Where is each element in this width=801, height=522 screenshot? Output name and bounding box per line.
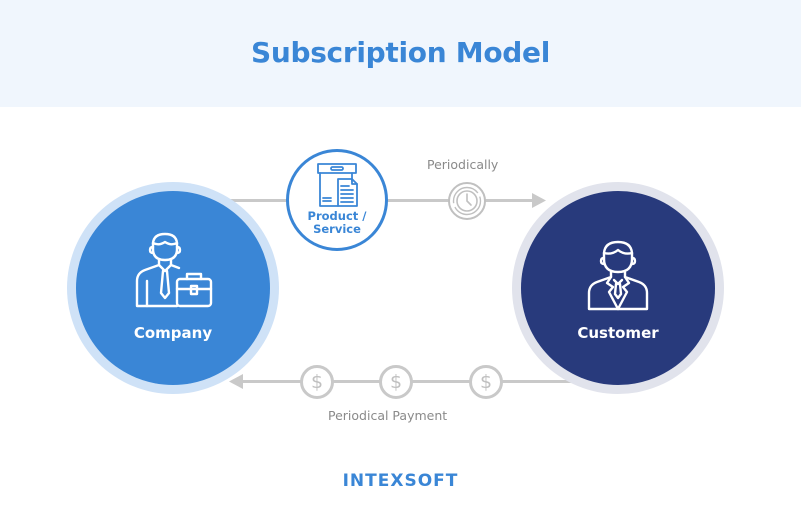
product-label-line1: Product / (307, 209, 367, 223)
dollar-symbol: $ (310, 371, 324, 393)
dollar-symbol: $ (479, 371, 493, 393)
product-label-line2: Service (313, 222, 361, 236)
arrow-left-icon (229, 374, 243, 389)
product-service-label: Product / Service (289, 210, 385, 236)
customer-label: Customer (577, 324, 659, 342)
businessman-briefcase-icon (135, 232, 213, 308)
dollar-symbol: $ (389, 371, 403, 393)
intexsoft-logo: INTEXSOFT (342, 471, 459, 491)
periodical-payment-label: Periodical Payment (328, 408, 448, 423)
box-document-icon (317, 163, 358, 207)
clock-icon (448, 182, 486, 220)
customer-person-icon (587, 240, 649, 311)
customer-node: Customer (521, 191, 715, 385)
product-service-node: Product / Service (286, 149, 388, 251)
periodically-label: Periodically (427, 157, 499, 172)
page-title: Subscription Model (250, 36, 551, 69)
header-banner (0, 0, 801, 107)
company-node: Company (76, 191, 270, 385)
dollar-coin-icon: $ (379, 365, 413, 399)
dollar-coin-icon: $ (300, 365, 334, 399)
arrow-right-icon (532, 193, 546, 208)
dollar-coin-icon: $ (469, 365, 503, 399)
company-label: Company (133, 324, 213, 342)
